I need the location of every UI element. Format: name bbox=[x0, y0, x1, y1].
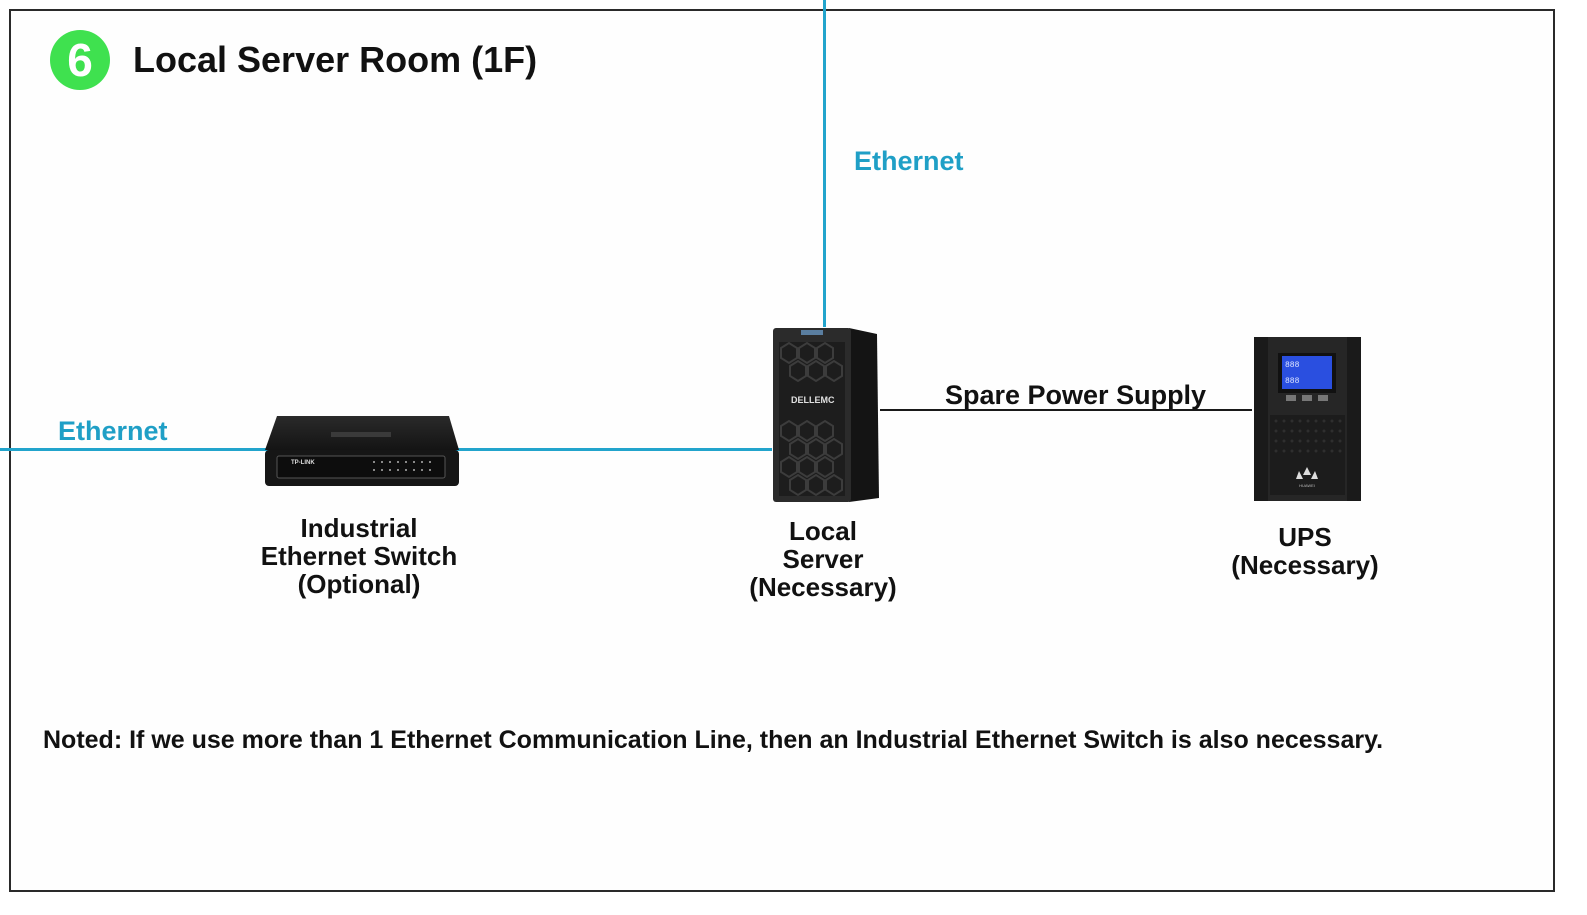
ups-label-line: (Necessary) bbox=[1231, 550, 1379, 580]
tower-server-icon: DELLEMC bbox=[773, 328, 879, 502]
switch-label: Industrial Ethernet Switch (Optional) bbox=[261, 514, 457, 598]
switch-label-line: (Optional) bbox=[297, 569, 421, 599]
switch-label-line: Industrial bbox=[300, 513, 418, 543]
switch-brand: TP-LINK bbox=[291, 460, 315, 466]
server-label-line: Local bbox=[789, 516, 857, 546]
step-number-badge: 6 bbox=[50, 30, 110, 90]
footnote: Noted: If we use more than 1 Ethernet Co… bbox=[43, 726, 1384, 754]
ups-brand: HUAWEI bbox=[1299, 483, 1315, 488]
ethernet-switch-icon: TP-LINK bbox=[265, 416, 459, 486]
ups-label: UPS (Necessary) bbox=[1231, 523, 1378, 579]
svg-text:888: 888 bbox=[1285, 377, 1300, 386]
ethernet-label-top: Ethernet bbox=[854, 146, 964, 176]
ups-icon: 888 888 HUAWEI bbox=[1254, 337, 1361, 501]
ups-label-line: UPS bbox=[1278, 522, 1332, 552]
svg-text:888: 888 bbox=[1285, 361, 1300, 370]
switch-label-line: Ethernet Switch bbox=[260, 541, 458, 571]
server-label-line: (Necessary) bbox=[749, 572, 897, 602]
diagram-title: Local Server Room (1F) bbox=[133, 39, 538, 80]
server-brand: DELLEMC bbox=[791, 395, 835, 405]
server-label: Local Server (Necessary) bbox=[749, 517, 896, 601]
power-line bbox=[880, 409, 1252, 411]
power-supply-label: Spare Power Supply bbox=[945, 380, 1207, 410]
server-label-line: Server bbox=[782, 544, 864, 574]
ethernet-line-vertical bbox=[823, 0, 826, 327]
ethernet-label-left: Ethernet bbox=[58, 416, 168, 446]
